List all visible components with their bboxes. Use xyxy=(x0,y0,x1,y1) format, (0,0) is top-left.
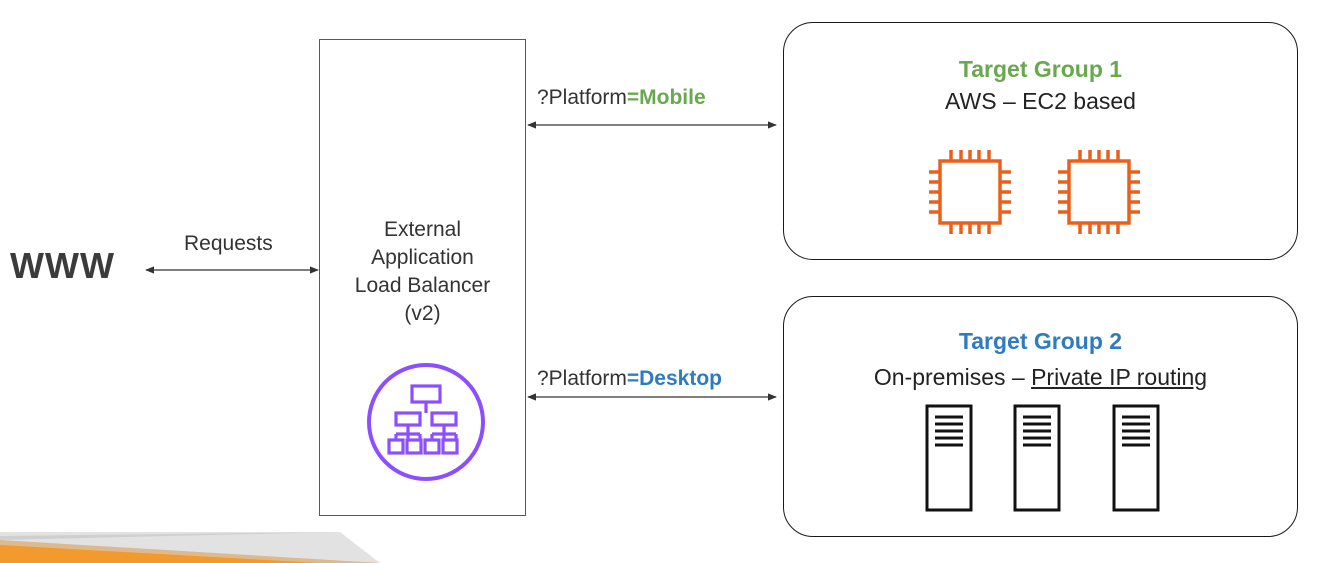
server-icon xyxy=(925,404,973,512)
www-label: WWW xyxy=(10,245,115,286)
target-group-2-subtitle: On-premises – Private IP routing xyxy=(873,364,1208,390)
target-group-1 xyxy=(783,22,1298,260)
server-icon xyxy=(1112,404,1160,512)
server-icon xyxy=(1013,404,1061,512)
target-group-1-subtitle: AWS – EC2 based xyxy=(945,88,1136,114)
mobile-route-label: ?Platform=Mobile xyxy=(537,86,706,109)
ec2-instance-icon xyxy=(929,150,1011,234)
desktop-route-label: ?Platform=Desktop xyxy=(537,367,722,390)
load-balancer-icon xyxy=(367,363,485,481)
target-group-1-title: Target Group 1 xyxy=(958,56,1123,82)
load-balancer-box xyxy=(319,39,526,516)
requests-label: Requests xyxy=(184,232,273,255)
load-balancer-label: External Application Load Balancer (v2) xyxy=(354,218,491,325)
ec2-instance-icon xyxy=(1058,150,1140,234)
target-group-2-title: Target Group 2 xyxy=(958,328,1123,354)
bottom-accent-bar xyxy=(0,532,380,563)
